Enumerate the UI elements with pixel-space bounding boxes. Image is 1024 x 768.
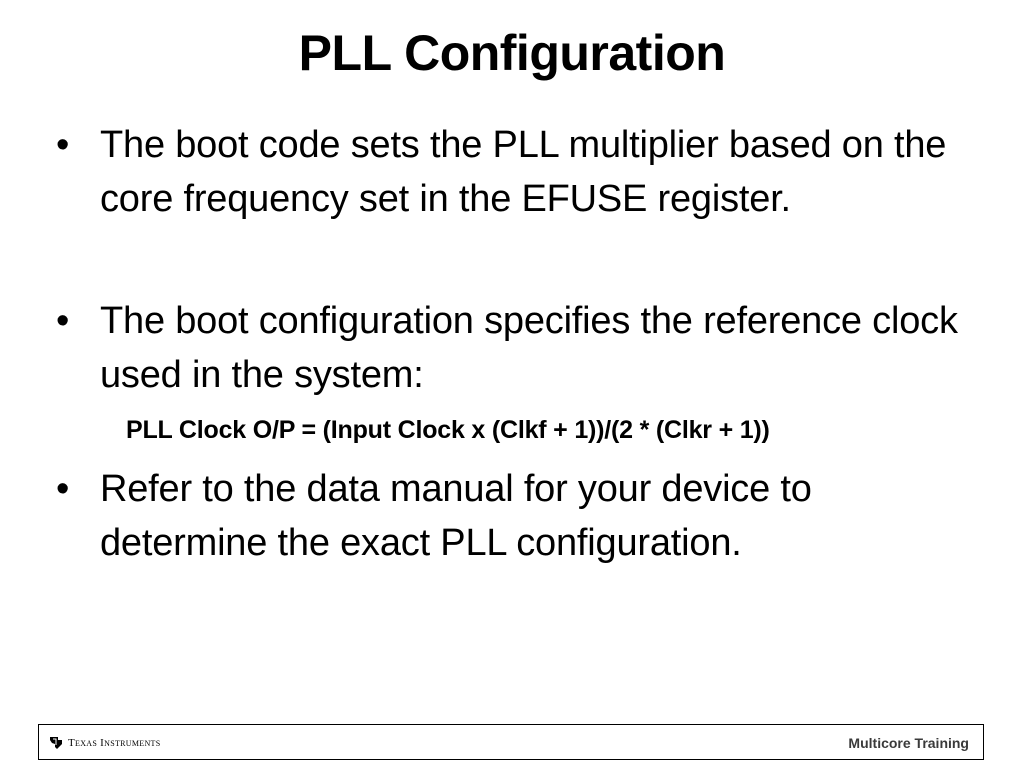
bullet-text: The boot configuration specifies the ref…	[100, 300, 958, 396]
bullet-list: • The boot code sets the PLL multiplier …	[56, 118, 976, 236]
bullet-dot-icon: •	[56, 300, 70, 342]
bullet-item-boot-code: • The boot code sets the PLL multiplier …	[56, 118, 970, 226]
bullet-dot-icon: •	[56, 124, 70, 166]
bullet-list: • The boot configuration specifies the r…	[56, 294, 976, 412]
bullet-item-boot-configuration: • The boot configuration specifies the r…	[56, 294, 1000, 402]
bullet-item-data-manual: • Refer to the data manual for your devi…	[56, 462, 960, 570]
texas-instruments-logo: Texas Instruments	[49, 734, 160, 752]
texas-instruments-logo-text: Texas Instruments	[68, 737, 161, 749]
bullet-text: The boot code sets the PLL multiplier ba…	[100, 124, 947, 220]
pll-formula: PLL Clock O/P = (Input Clock x (Clkf + 1…	[126, 416, 770, 444]
bullet-list: • Refer to the data manual for your devi…	[56, 462, 976, 580]
bullet-dot-icon: •	[56, 468, 70, 510]
slide-footer: Texas Instruments Multicore Training	[38, 724, 984, 760]
texas-instruments-logo-icon	[49, 736, 63, 750]
bullet-text: Refer to the data manual for your device…	[100, 468, 812, 564]
footer-course-label: Multicore Training	[848, 735, 969, 751]
slide-title: PLL Configuration	[298, 25, 726, 81]
